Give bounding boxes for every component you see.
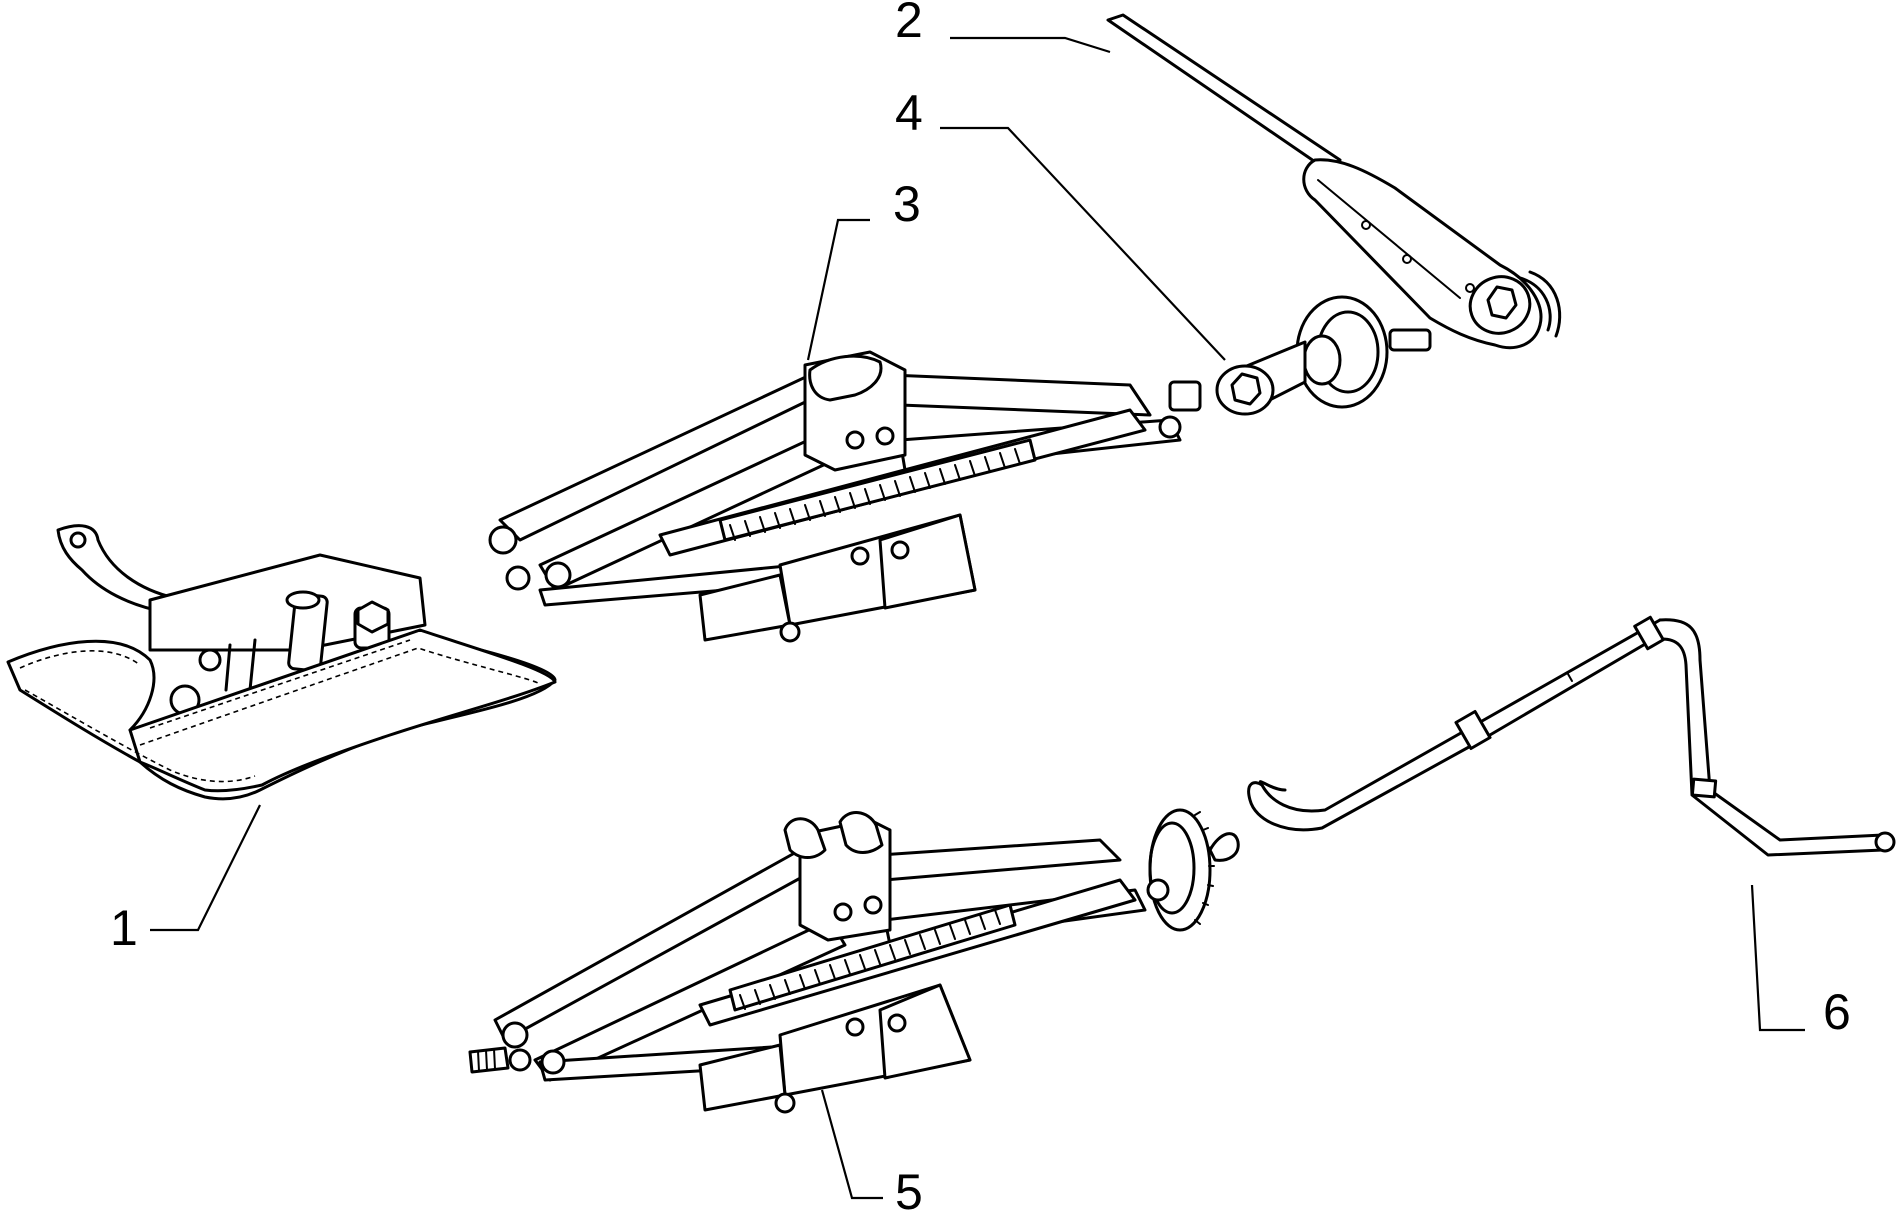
leader-line-1 [150,804,261,932]
callout-1: 1 [110,900,138,956]
leader-line-6 [1750,884,1805,1032]
scissor-jack-upper [488,350,1202,643]
leader-line-5 [820,1089,883,1200]
tool-pouch [6,524,557,801]
leader-line-2 [950,36,1111,54]
callout-4: 4 [895,85,923,141]
leader-line-3 [806,218,870,361]
wheel-wrench [1106,13,1562,350]
callout-6: 6 [1823,984,1851,1040]
callout-3: 3 [893,176,921,232]
socket-adapter [1215,295,1432,416]
jack-crank-handle [1247,615,1896,857]
leader-line-4 [940,126,1226,361]
callout-2: 2 [895,0,923,48]
scissor-jack-lower [468,808,1240,1114]
callout-5: 5 [895,1164,923,1216]
